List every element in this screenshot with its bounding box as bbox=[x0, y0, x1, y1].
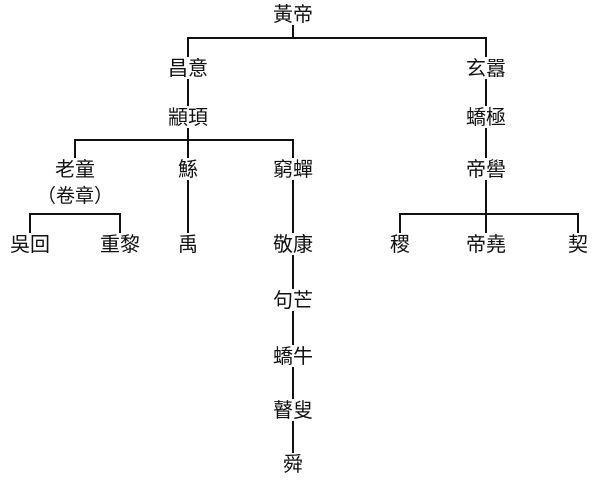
node-gusou: 瞽叟 bbox=[271, 398, 315, 422]
node-yu: 禹 bbox=[176, 232, 200, 256]
node-laotong: 老童 bbox=[53, 157, 97, 181]
node-zhuanxu: 顓頊 bbox=[166, 105, 210, 129]
node-qiongchan: 窮蟬 bbox=[271, 157, 315, 181]
node-jiaoniu: 蟜牛 bbox=[271, 344, 315, 368]
node-jumang: 句芒 bbox=[271, 288, 315, 312]
node-xuanxiao: 玄囂 bbox=[464, 56, 508, 80]
node-gun: 鯀 bbox=[176, 157, 200, 181]
node-huangdi: 黃帝 bbox=[271, 2, 315, 26]
node-ji: 稷 bbox=[388, 232, 412, 256]
node-wuhui: 吳回 bbox=[8, 232, 52, 256]
node-juanzhang: （卷章） bbox=[34, 185, 116, 207]
node-changyi: 昌意 bbox=[166, 56, 210, 80]
node-jiaoji: 蟜極 bbox=[464, 105, 508, 129]
node-shun: 舜 bbox=[281, 452, 305, 476]
node-jingkang: 敬康 bbox=[271, 232, 315, 256]
node-diku: 帝嚳 bbox=[464, 157, 508, 181]
node-chongli: 重黎 bbox=[98, 232, 142, 256]
node-diyao: 帝堯 bbox=[464, 232, 508, 256]
node-qi: 契 bbox=[566, 232, 590, 256]
